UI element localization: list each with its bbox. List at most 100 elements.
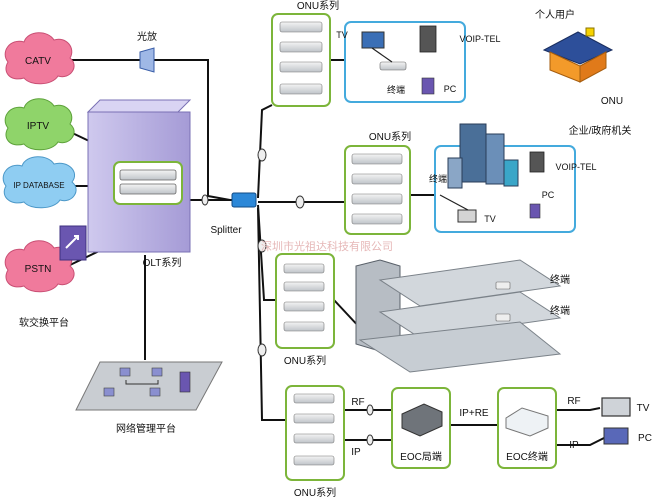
onu-group-frame [271, 13, 331, 107]
eoc-tv-label: TV [637, 403, 650, 414]
enterprise-tv-label: TV [484, 214, 496, 224]
onu-device [283, 281, 325, 292]
catv-label: CATV [25, 56, 51, 67]
onu-group-title: ONU系列 [369, 130, 411, 143]
amp-icon [139, 47, 155, 73]
onu-device [293, 393, 335, 404]
eoc-terminal-device [505, 407, 549, 437]
home-terminal-label: 终端 [387, 84, 405, 95]
enterprise-pc-label: PC [542, 190, 555, 200]
fiber-coil-marker [366, 434, 374, 446]
floor-plate [378, 259, 562, 307]
softswitch-box [59, 225, 87, 261]
optical-amplifier: 光放 [137, 30, 157, 73]
onu-group-frame [344, 145, 411, 235]
fiber-coils [201, 148, 305, 357]
mgmt-platform [75, 361, 223, 411]
office-building [503, 159, 519, 187]
monitor-icon [103, 387, 115, 397]
building-terminal-label: 终端 [550, 273, 570, 286]
optical-amp-label: 光放 [137, 30, 157, 43]
fiber-to-onu-3 [257, 204, 276, 301]
cloud-shape [4, 98, 75, 151]
onu-device [279, 61, 323, 73]
cloud-shape [4, 32, 75, 85]
onu-group-title: ONU系列 [294, 486, 336, 499]
home-tv-label: TV [336, 30, 348, 40]
onu-group-2: ONU系列 [344, 130, 411, 235]
enterprise-label: 企业/政府机关 [569, 124, 632, 137]
onu-device [279, 41, 323, 53]
personal-user-label: 个人用户 [535, 8, 575, 21]
eoc-local-label: EOC局端 [400, 450, 442, 463]
home-internal-links [371, 47, 393, 63]
olt-chassis [119, 169, 177, 181]
network-management: 网络管理平台 [75, 361, 223, 435]
tv-icon [361, 31, 385, 49]
onu-label: ONU [601, 96, 623, 107]
fiber-coil-marker [257, 148, 267, 162]
ip-right-label: IP [569, 440, 579, 451]
fiber-to-onu-1 [257, 104, 273, 199]
house-chimney [585, 27, 595, 37]
building-terminal-label: 终端 [550, 304, 570, 317]
olt-series-label: OLT系列 [143, 256, 182, 269]
onu-device [293, 455, 335, 466]
rf-left-label: RF [351, 397, 364, 408]
voip-phone-icon [419, 25, 437, 53]
ip-right-line [555, 437, 605, 446]
fiber-coil-marker [257, 343, 267, 357]
onu-device [293, 413, 335, 424]
pstn-label: PSTN [25, 264, 52, 275]
ground-plane [358, 321, 562, 373]
pc-icon [603, 427, 629, 445]
personal-user: 个人用户 ONU [535, 8, 623, 107]
softswitch-label: 软交换平台 [19, 316, 69, 329]
ip-database-label: IP DATABASE [13, 181, 64, 190]
pc-icon [421, 77, 435, 95]
onu-group-title: ONU系列 [284, 354, 326, 367]
voip-phone-icon [529, 151, 545, 173]
cloud-shape [4, 240, 75, 293]
iptv-cloud: IPTV [4, 98, 75, 151]
server-icon [179, 371, 191, 393]
onu-group-title: ONU系列 [297, 0, 339, 12]
olt-chassis-frame [113, 161, 183, 205]
terminal-icon [495, 281, 511, 290]
tv-icon [457, 209, 477, 223]
mgmt-label: 网络管理平台 [116, 422, 176, 435]
rf-right-line [555, 407, 601, 411]
fiber-coil-marker [295, 195, 305, 209]
pc-icon [529, 203, 541, 219]
onu-device [279, 21, 323, 33]
enterprise-internal-links [439, 194, 469, 211]
mgmt-lan [125, 380, 159, 385]
ip-database-cloud: IP DATABASE [2, 156, 77, 209]
office-building [447, 157, 463, 189]
onu-group-1: ONU系列 [271, 0, 339, 107]
onu-device [351, 173, 403, 185]
ip-left-label: IP [351, 447, 361, 458]
onu-device [351, 213, 403, 225]
fiber-coil-marker [366, 404, 374, 416]
rf-right-label: RF [567, 396, 580, 407]
home-box: TV VOIP-TEL 终端 PC [336, 21, 501, 103]
eoc-section: RF IP EOC局端 IP+RE EOC终端 RF IP TV PC [351, 387, 652, 469]
pstn-cloud: PSTN [4, 240, 75, 293]
cloud-shape [2, 156, 77, 209]
enterprise-box: 企业/政府机关 终端 VOIP-TEL PC TV [429, 123, 632, 233]
eoc-local-device [401, 403, 443, 437]
catv-link [66, 59, 231, 201]
house-wall [579, 51, 607, 83]
house-roof [542, 31, 614, 65]
eoc-terminal-label: EOC终端 [506, 450, 548, 463]
apartment-building: 终端 终端 [355, 259, 570, 373]
fiber-to-onu-4 [257, 207, 286, 421]
onu-device [351, 193, 403, 205]
tv-icon [601, 397, 631, 417]
onu-device [283, 321, 325, 332]
floor-plate [378, 291, 562, 339]
softswitch: 软交换平台 [19, 225, 87, 329]
monitor-icon [119, 367, 131, 377]
